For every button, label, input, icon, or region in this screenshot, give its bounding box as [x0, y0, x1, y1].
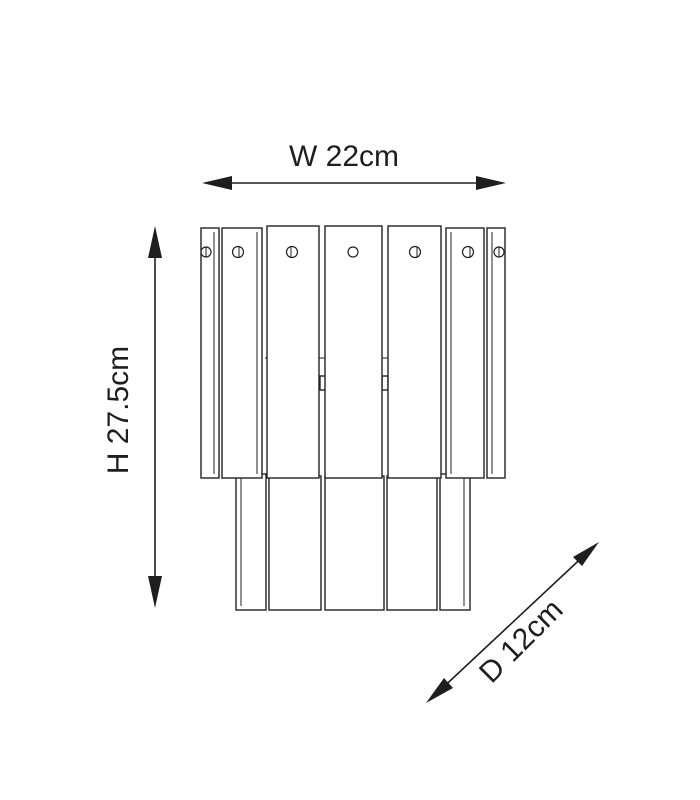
lower-tier — [235, 473, 471, 611]
upper-panel-4 — [324, 225, 383, 479]
upper-panel-2 — [221, 227, 263, 479]
mounting-hole-icon — [285, 245, 299, 259]
height-dimension: H 27.5cm — [102, 226, 162, 608]
depth-label: D 12cm — [473, 593, 569, 689]
upper-panel-1 — [200, 227, 220, 479]
upper-panel-5 — [387, 225, 442, 479]
width-label: W 22cm — [289, 140, 399, 173]
upper-panel-3 — [266, 225, 320, 479]
lower-panel-3 — [324, 475, 385, 611]
lower-panel-5 — [439, 473, 471, 611]
mounting-hole-icon — [231, 245, 245, 259]
depth-dimension-line — [435, 549, 591, 695]
width-arrow-left-icon — [202, 176, 232, 190]
height-label: H 27.5cm — [102, 346, 135, 474]
lower-panel-4 — [386, 475, 438, 611]
mounting-hole-icon — [347, 246, 359, 258]
mounting-hole-icon — [408, 245, 422, 259]
width-arrow-right-icon — [476, 176, 506, 190]
depth-arrow-upper-icon — [573, 542, 599, 566]
upper-panel-7 — [486, 227, 506, 479]
upper-tier — [200, 225, 506, 479]
mounting-hole-icon — [461, 245, 475, 259]
wall-light-outline — [200, 225, 506, 611]
upper-panel-6 — [445, 227, 485, 479]
height-arrow-bottom-icon — [148, 576, 162, 608]
width-dimension: W 22cm — [202, 140, 506, 190]
height-arrow-top-icon — [148, 226, 162, 258]
depth-arrow-lower-icon — [426, 678, 453, 703]
lower-panel-2 — [268, 475, 322, 611]
mounting-holes — [200, 245, 505, 259]
